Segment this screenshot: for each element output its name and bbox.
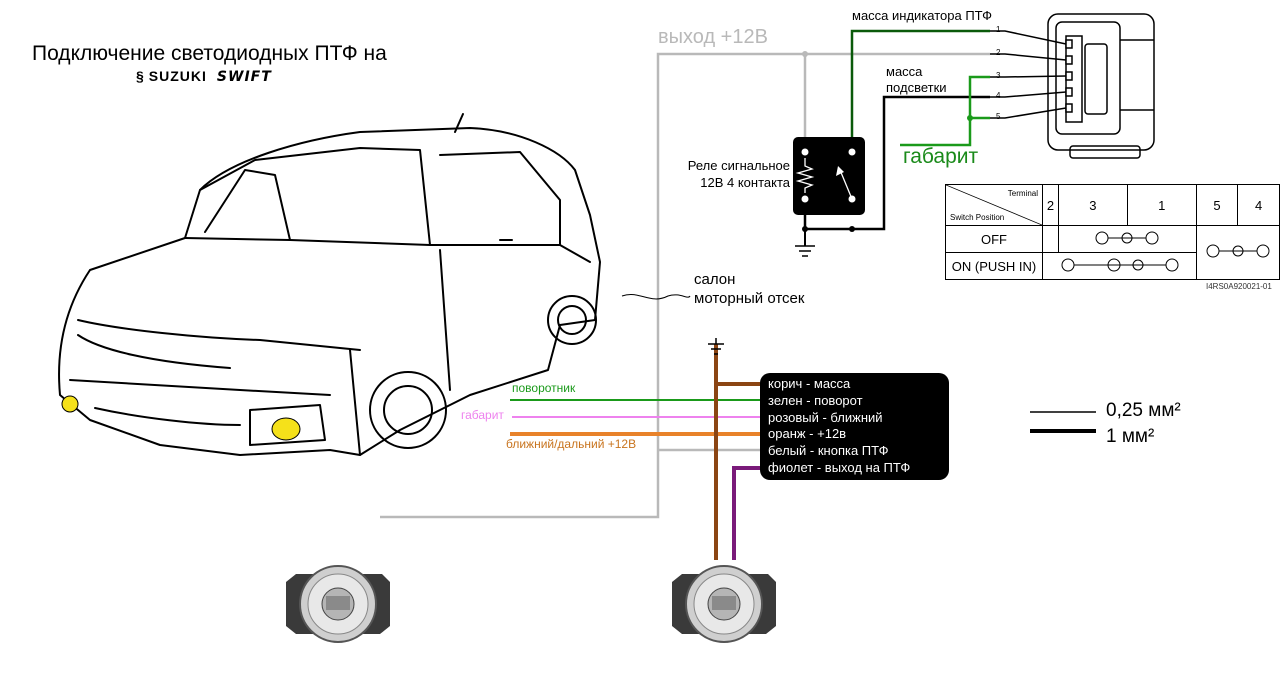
terminal-4: 4 <box>1237 184 1280 226</box>
row-off-label: OFF <box>945 225 1043 253</box>
switch-table: Terminal Switch Position 2 3 1 5 4 OFF O… <box>945 184 1280 280</box>
model-name: SWIFT <box>216 69 272 85</box>
module-wire-brown: корич - масса <box>768 376 851 391</box>
divider-squiggle <box>621 294 691 300</box>
backlight-ground-line2: подсветки <box>886 80 947 95</box>
off-continuity-3-1 <box>1057 225 1197 253</box>
output-12v-label: выход +12В <box>658 26 768 48</box>
ground-symbol <box>795 245 815 257</box>
module-wires <box>510 344 760 560</box>
turn-wire-label: поворотник <box>512 381 576 395</box>
cabin-engine-label: салон моторный отсек <box>694 270 804 308</box>
relay-label-line1: Реле сигнальное <box>687 158 790 173</box>
relay-label: Реле сигнальное 12В 4 контакта <box>660 157 790 191</box>
pin-4-label: 4 <box>996 91 1001 100</box>
terminal-2: 2 <box>1042 184 1059 226</box>
engine-bay-label: моторный отсек <box>694 290 805 307</box>
continuity-5-4 <box>1195 225 1280 280</box>
parking-wire-label: габарит <box>461 408 504 422</box>
table-header-cell: Terminal Switch Position <box>945 184 1043 226</box>
backlight-ground-line1: масса <box>886 64 923 79</box>
parking-wire <box>900 75 990 147</box>
pin-1-label: 1 <box>996 25 1001 34</box>
module-wire-green: зелен - поворот <box>768 392 863 408</box>
legend-thick-label: 1 мм² <box>1106 426 1155 447</box>
row-on-label: ON (PUSH IN) <box>945 252 1043 280</box>
suzuki-s-icon: § <box>136 68 145 84</box>
relay-label-line2: 12В 4 контакта <box>700 175 790 190</box>
gray-output-wire <box>380 52 990 519</box>
beam-wire-label: ближний/дальний +12В <box>506 437 637 451</box>
module-wire-purple: фиолет - выход на ПТФ <box>768 459 911 475</box>
brand-logo: §SUZUKI SWIFT <box>136 68 272 85</box>
parking-light-label: габарит <box>903 145 979 168</box>
backlight-ground-label: масса подсветки <box>886 64 947 96</box>
indicator-ground-wire <box>850 29 990 152</box>
header-position: Switch Position <box>950 213 1005 222</box>
fog-lamp-left <box>286 565 390 643</box>
terminal-1: 1 <box>1126 184 1197 226</box>
module-wire-white: белый - кнопка ПТФ <box>768 443 889 459</box>
pin-3-label: 3 <box>996 71 1001 80</box>
terminal-3: 3 <box>1057 184 1128 226</box>
module-ground-symbol <box>708 338 724 355</box>
car-illustration <box>58 113 601 456</box>
brand-name: SUZUKI <box>148 68 207 84</box>
pin-2-label: 2 <box>996 48 1001 57</box>
backlight-ground-wire <box>803 95 990 231</box>
cabin-label: салон <box>694 271 736 288</box>
fog-lamp-right <box>672 565 776 643</box>
module-wire-orange: оранж - +12в <box>768 426 847 442</box>
module-wire-legend: корич - масса зелен - поворот розовый - … <box>760 373 949 480</box>
terminal-5: 5 <box>1195 184 1239 226</box>
legend-thin-label: 0,25 мм² <box>1106 400 1181 421</box>
module-wire-pink: розовый - ближний <box>768 409 883 425</box>
on-continuity-2-3-1 <box>1042 252 1197 280</box>
indicator-ground-label: масса индикатора ПТФ <box>852 8 993 23</box>
header-terminal: Terminal <box>1007 189 1038 198</box>
relay <box>793 137 865 215</box>
diagram-title: Подключение светодиодных ПТФ на <box>32 42 387 65</box>
table-code: I4RS0A920021-01 <box>1206 282 1272 291</box>
connector <box>990 13 1155 159</box>
pin-5-label: 5 <box>996 112 1001 121</box>
